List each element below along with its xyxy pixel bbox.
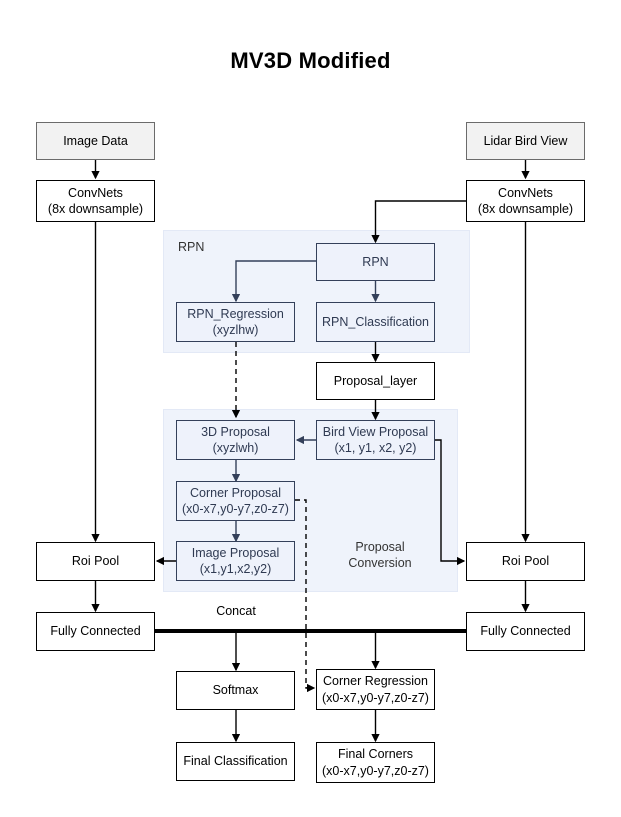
node-final-corners[interactable]: Final Corners (x0-x7,y0-y7,z0-z7) — [316, 742, 435, 783]
node-fully-connected-right-label: Fully Connected — [480, 624, 571, 639]
node-final-corners-sub: (x0-x7,y0-y7,z0-z7) — [322, 763, 429, 778]
node-convnets-left-label: ConvNets — [68, 185, 123, 200]
node-corner-regression-label: Corner Regression — [323, 674, 428, 689]
node-convnets-left[interactable]: ConvNets (8x downsample) — [36, 180, 155, 222]
node-fully-connected-left[interactable]: Fully Connected — [36, 612, 155, 651]
node-roi-pool-right-label: Roi Pool — [501, 554, 550, 569]
proposal-conversion-group-label-line2: Conversion — [348, 556, 412, 570]
node-convnets-right[interactable]: ConvNets (8x downsample) — [466, 180, 585, 222]
node-rpn-regression-label: RPN_Regression — [187, 306, 284, 321]
node-bird-view-proposal-sub: (x1, y1, x2, y2) — [334, 441, 417, 455]
node-final-classification[interactable]: Final Classification — [176, 742, 295, 781]
node-fully-connected-right[interactable]: Fully Connected — [466, 612, 585, 651]
node-corner-proposal-sub: (x0-x7,y0-y7,z0-z7) — [182, 502, 289, 516]
node-bird-view-proposal[interactable]: Bird View Proposal (x1, y1, x2, y2) — [316, 420, 435, 460]
node-rpn-regression[interactable]: RPN_Regression (xyzlhw) — [176, 302, 295, 342]
node-corner-proposal[interactable]: Corner Proposal (x0-x7,y0-y7,z0-z7) — [176, 481, 295, 521]
node-rpn[interactable]: RPN — [316, 243, 435, 281]
node-proposal-layer[interactable]: Proposal_layer — [316, 362, 435, 400]
node-lidar-bird-view[interactable]: Lidar Bird View — [466, 122, 585, 160]
node-softmax[interactable]: Softmax — [176, 671, 295, 710]
node-image-proposal-sub: (x1,y1,x2,y2) — [199, 562, 272, 576]
node-bird-view-proposal-label: Bird View Proposal — [322, 424, 429, 439]
node-image-proposal-label: Image Proposal — [191, 545, 280, 560]
node-rpn-regression-sub: (xyzlhw) — [212, 323, 259, 337]
concat-label: Concat — [216, 604, 256, 618]
node-rpn-classification-label: RPN_Classification — [322, 314, 429, 329]
node-image-proposal[interactable]: Image Proposal (x1,y1,x2,y2) — [176, 541, 295, 581]
node-3d-proposal[interactable]: 3D Proposal (xyzlwh) — [176, 420, 295, 460]
node-corner-regression-sub: (x0-x7,y0-y7,z0-z7) — [322, 690, 429, 705]
node-corner-regression[interactable]: Corner Regression (x0-x7,y0-y7,z0-z7) — [316, 669, 435, 710]
node-proposal-layer-label: Proposal_layer — [333, 373, 418, 388]
node-rpn-label: RPN — [362, 254, 389, 269]
rpn-group-label: RPN — [178, 240, 205, 254]
node-rpn-classification[interactable]: RPN_Classification — [316, 302, 435, 342]
node-convnets-right-sub: (8x downsample) — [477, 202, 574, 216]
proposal-conversion-group-label-line1: Proposal — [355, 540, 405, 554]
node-3d-proposal-label: 3D Proposal — [201, 424, 270, 439]
node-lidar-bird-view-label: Lidar Bird View — [483, 133, 568, 148]
node-roi-pool-left[interactable]: Roi Pool — [36, 542, 155, 581]
page-title: MV3D Modified — [230, 48, 391, 73]
node-softmax-label: Softmax — [212, 683, 259, 698]
node-roi-pool-left-label: Roi Pool — [71, 554, 120, 569]
concat-bar — [155, 629, 466, 633]
node-roi-pool-right[interactable]: Roi Pool — [466, 542, 585, 581]
node-image-data[interactable]: Image Data — [36, 122, 155, 160]
node-convnets-left-sub: (8x downsample) — [47, 202, 144, 216]
node-image-data-label: Image Data — [63, 133, 128, 148]
node-fully-connected-left-label: Fully Connected — [50, 624, 141, 639]
node-3d-proposal-sub: (xyzlwh) — [212, 441, 259, 455]
node-convnets-right-label: ConvNets — [498, 185, 553, 200]
node-final-classification-label: Final Classification — [183, 754, 288, 769]
node-final-corners-label: Final Corners — [337, 747, 414, 762]
node-corner-proposal-label: Corner Proposal — [189, 485, 281, 500]
